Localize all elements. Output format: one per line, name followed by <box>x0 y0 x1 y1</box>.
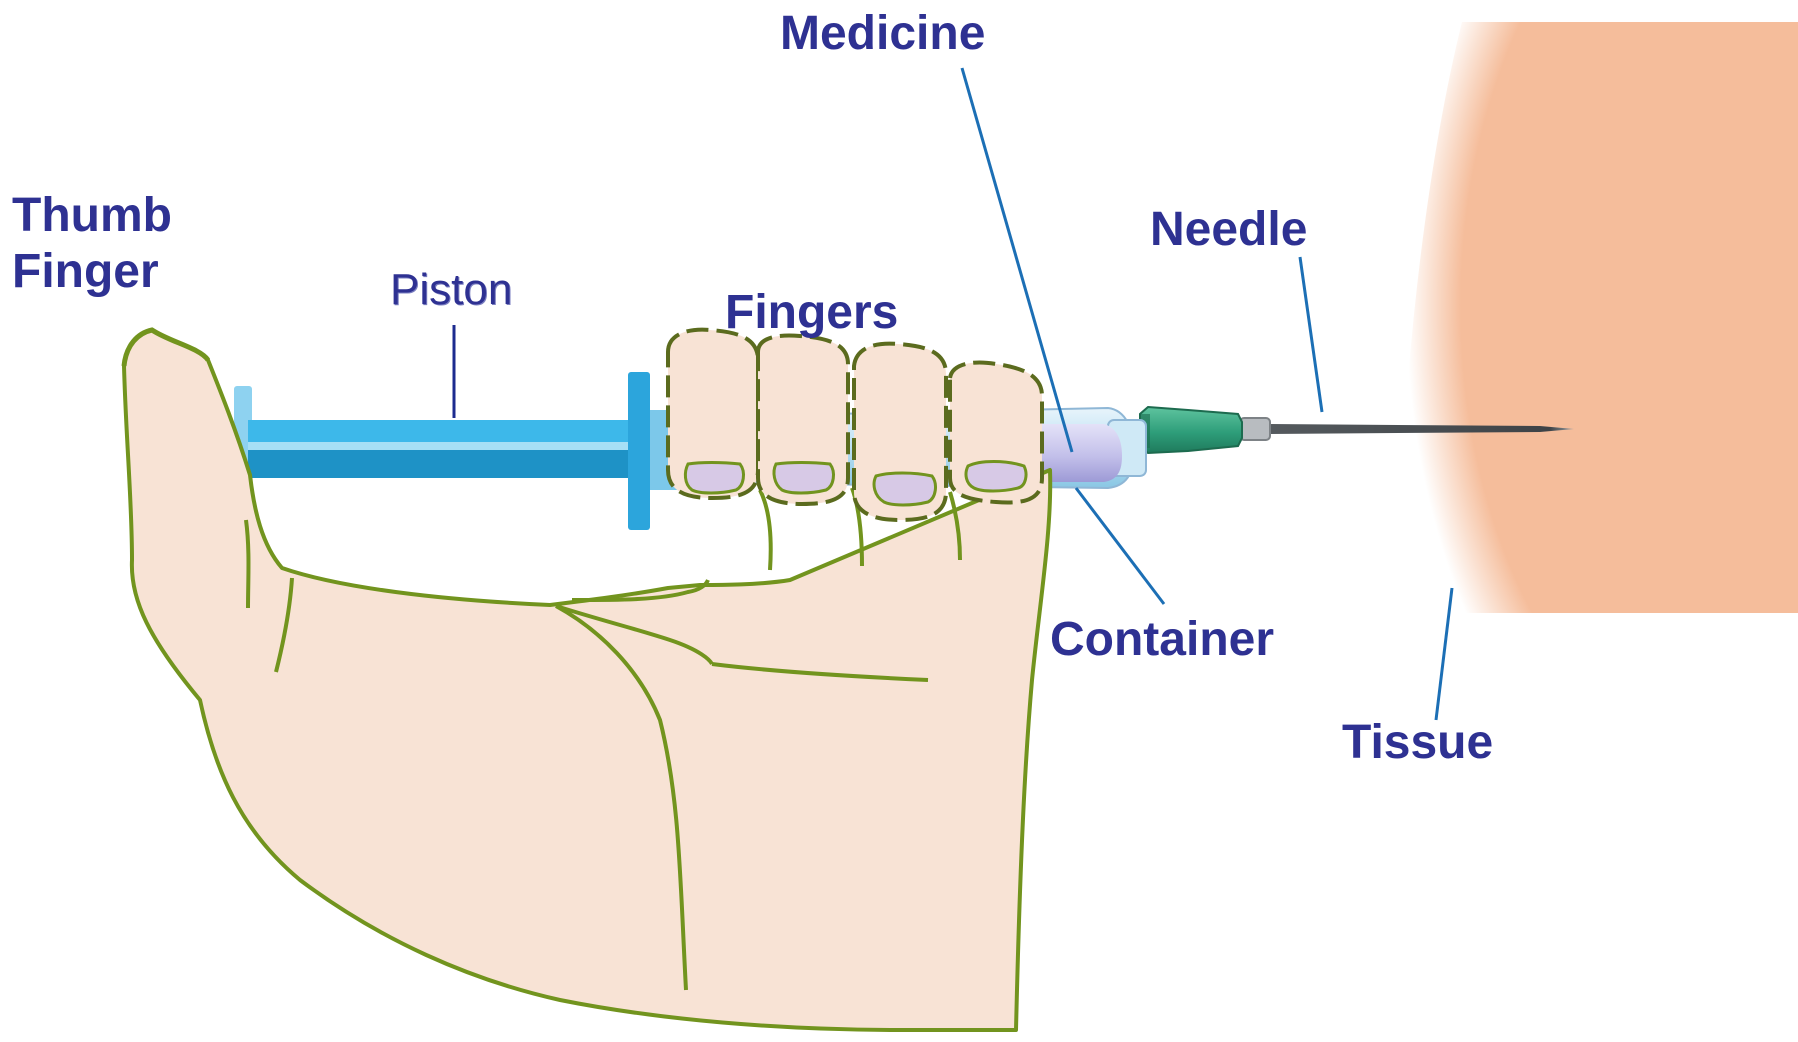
finger-2 <box>758 336 862 566</box>
container-label: Container <box>1050 612 1274 668</box>
tissue-label: Tissue <box>1342 715 1493 771</box>
thumb-finger-label: Thumb Finger <box>12 188 172 300</box>
tissue-shape <box>1398 22 1798 613</box>
needle-label: Needle <box>1150 202 1307 258</box>
medicine-label: Medicine <box>780 6 985 62</box>
finger-1 <box>668 330 771 570</box>
thumb-finger-text: Thumb Finger <box>12 189 172 298</box>
fingers-label: Fingers <box>725 285 898 341</box>
piston <box>234 372 696 530</box>
piston-label: Piston <box>390 262 512 318</box>
needle-leader-line <box>1300 257 1322 412</box>
finger-4 <box>950 363 1042 503</box>
container-leader-line <box>1076 488 1164 604</box>
needle-hub <box>1140 407 1242 453</box>
